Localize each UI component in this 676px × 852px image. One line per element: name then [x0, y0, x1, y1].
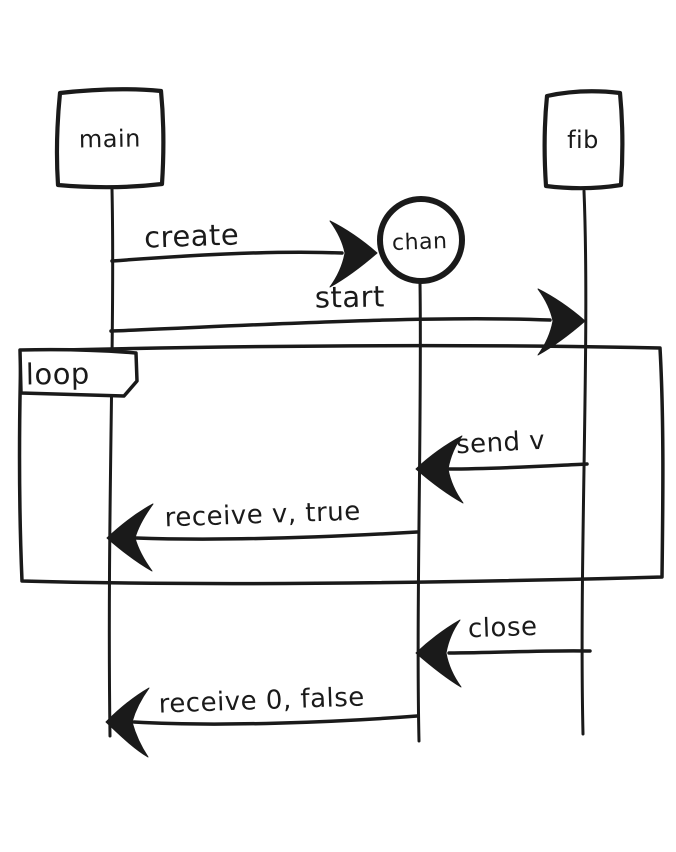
- message-send-v: send v: [415, 426, 589, 504]
- message-create: create: [110, 217, 378, 288]
- message-start-label: start: [315, 279, 386, 314]
- loop-label: loop: [26, 356, 91, 391]
- actor-fib: fib: [542, 89, 625, 191]
- message-receive-v-true-label: receive v, true: [164, 497, 361, 534]
- message-create-line: [110, 250, 344, 263]
- actor-main-label: main: [79, 124, 141, 153]
- loop-label-pentagon: [18, 347, 139, 398]
- actor-main: main: [54, 87, 166, 190]
- lifeline-main: [107, 187, 115, 738]
- actor-chan-label: chan: [392, 229, 448, 256]
- actor-main-box: [54, 87, 166, 190]
- arrowhead-left-icon: [415, 619, 462, 688]
- message-send-v-label: send v: [455, 426, 546, 461]
- actor-chan-circle: [377, 196, 465, 284]
- message-start: start: [109, 279, 586, 356]
- message-receive-0-false-line: [132, 714, 419, 726]
- message-receive-v-true: receive v, true: [106, 497, 419, 572]
- arrowhead-right-icon: [329, 220, 378, 288]
- arrowhead-left-icon: [415, 435, 464, 504]
- loop-fragment: loop: [17, 343, 665, 586]
- message-close-label: close: [467, 612, 537, 644]
- lifeline-chan: [416, 281, 422, 743]
- arrowhead-left-icon: [106, 503, 154, 572]
- message-send-v-line: [447, 462, 589, 471]
- message-close: close: [415, 612, 592, 688]
- actor-fib-box: [542, 89, 625, 191]
- arrowhead-right-icon: [537, 288, 586, 356]
- arrowhead-left-icon: [105, 687, 150, 758]
- lifelines: [107, 187, 588, 743]
- message-create-label: create: [144, 217, 240, 254]
- message-start-line: [109, 316, 552, 333]
- actor-fib-label: fib: [567, 126, 599, 154]
- message-close-line: [447, 649, 592, 655]
- actor-chan: chan: [377, 196, 465, 284]
- message-receive-0-false: receive 0, false: [105, 682, 419, 758]
- message-receive-v-true-line: [134, 530, 419, 541]
- loop-frame: [17, 343, 665, 586]
- message-receive-0-false-label: receive 0, false: [158, 682, 365, 719]
- lifeline-fib: [580, 189, 588, 736]
